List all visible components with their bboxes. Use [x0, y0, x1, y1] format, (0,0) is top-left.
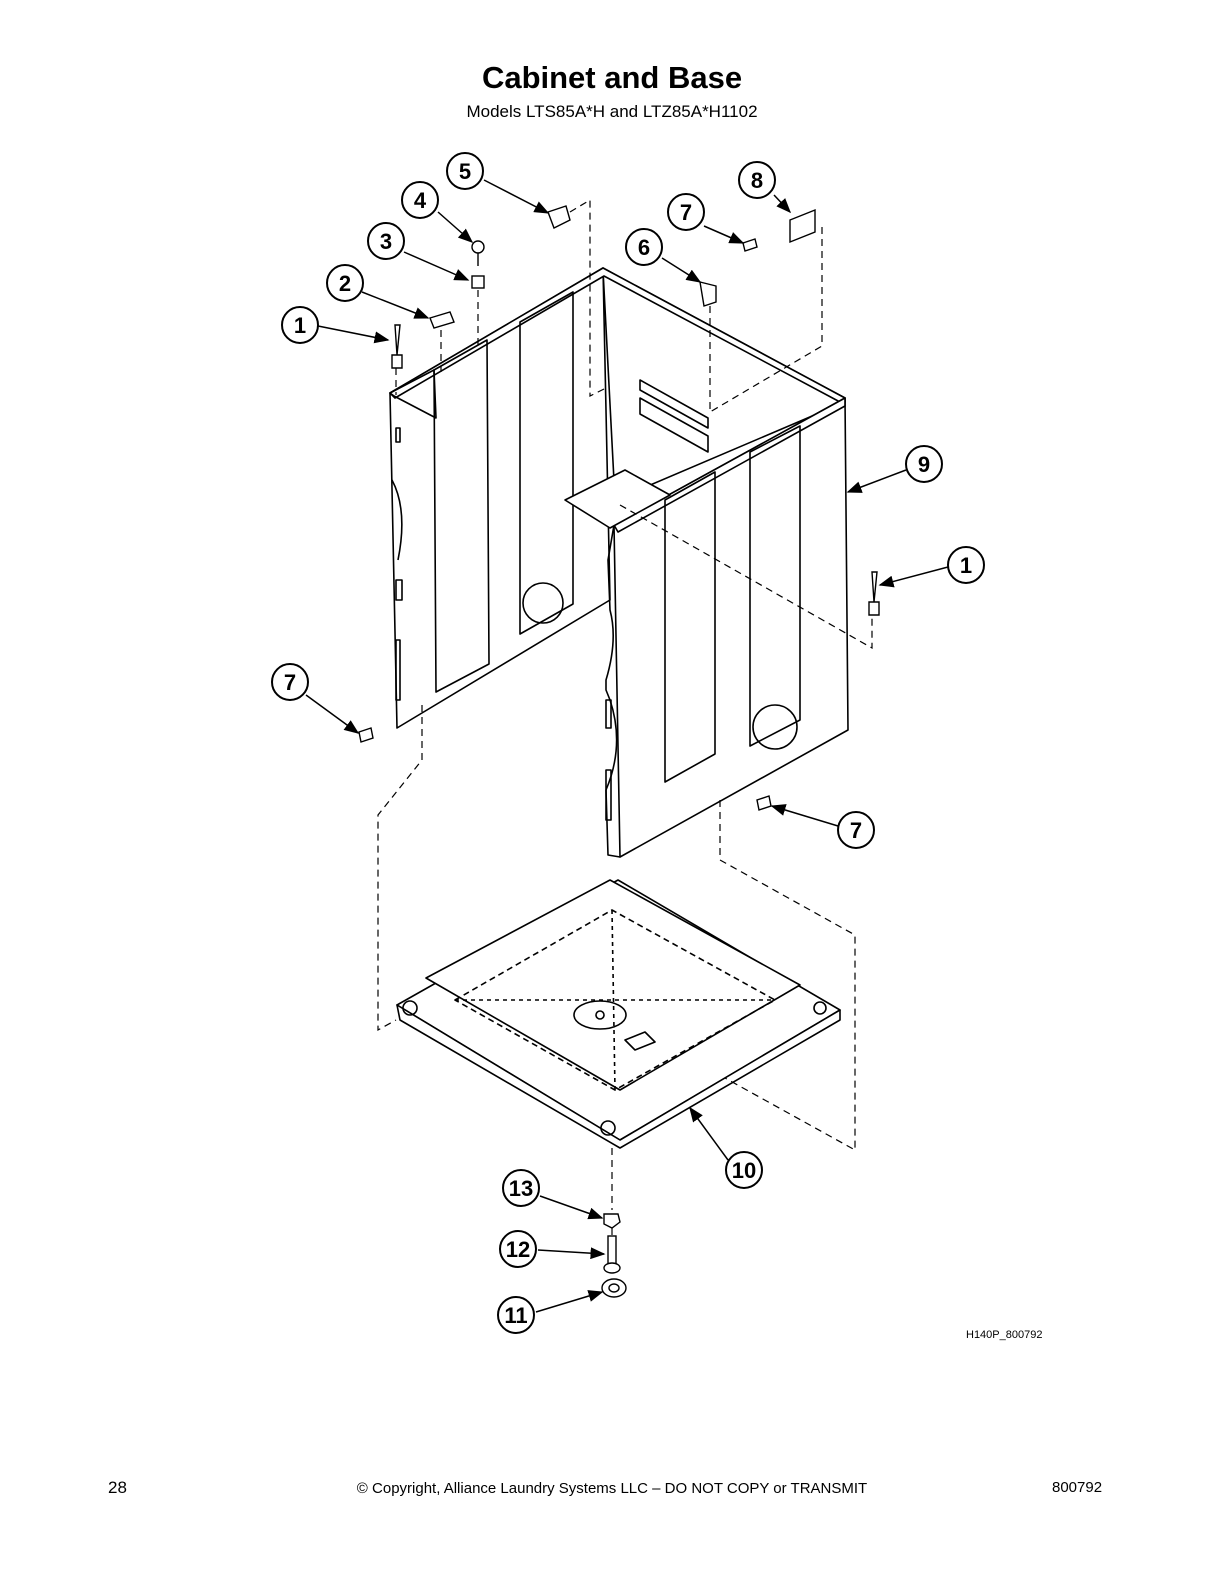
- svg-text:3: 3: [380, 229, 392, 254]
- page-subtitle: Models LTS85A*H and LTZ85A*H1102: [466, 102, 758, 121]
- svg-text:2: 2: [339, 271, 351, 296]
- callout-1b: 1: [947, 546, 985, 584]
- callout-11: 11: [497, 1296, 535, 1334]
- callout-12: 12: [499, 1230, 537, 1268]
- callout-4: 4: [401, 181, 439, 219]
- page-number: 28: [108, 1478, 127, 1497]
- callout-3: 3: [367, 222, 405, 260]
- drawing-code: H140P_800792: [966, 1329, 1043, 1341]
- svg-text:1: 1: [960, 553, 972, 578]
- svg-text:13: 13: [509, 1176, 533, 1201]
- cabinet-drawing: [389, 267, 849, 858]
- page-title: Cabinet and Base: [481, 60, 743, 95]
- svg-text:7: 7: [680, 200, 692, 225]
- callout-7c: 7: [837, 811, 875, 849]
- callout-5: 5: [446, 152, 484, 190]
- svg-text:5: 5: [459, 159, 471, 184]
- small-parts: [358, 205, 880, 1298]
- callout-7b: 7: [271, 663, 309, 701]
- svg-text:11: 11: [504, 1303, 527, 1328]
- callout-9: 9: [905, 445, 943, 483]
- callout-13: 13: [502, 1169, 540, 1207]
- svg-text:6: 6: [638, 235, 650, 260]
- svg-text:9: 9: [918, 452, 930, 477]
- assembly-lines: [377, 198, 873, 1236]
- callout-bubbles: 1 2 3 4 5 6 7 8 9 1 7 7 10 13 12 11: [271, 152, 985, 1334]
- svg-text:12: 12: [506, 1237, 530, 1262]
- callout-1a: 1: [281, 306, 319, 344]
- document-number: 800792: [1052, 1479, 1103, 1496]
- base-drawing: [396, 879, 841, 1149]
- svg-text:7: 7: [850, 818, 862, 843]
- callout-10: 10: [725, 1151, 763, 1189]
- callout-7a: 7: [667, 193, 705, 231]
- svg-text:8: 8: [751, 168, 763, 193]
- callout-8: 8: [738, 161, 776, 199]
- svg-text:1: 1: [294, 313, 306, 338]
- svg-text:10: 10: [732, 1158, 756, 1183]
- svg-text:4: 4: [414, 188, 427, 213]
- leader-arrows: [305, 179, 949, 1313]
- callout-2: 2: [326, 264, 364, 302]
- svg-text:7: 7: [284, 670, 296, 695]
- callout-6: 6: [625, 228, 663, 266]
- copyright-notice: © Copyright, Alliance Laundry Systems LL…: [356, 1480, 868, 1497]
